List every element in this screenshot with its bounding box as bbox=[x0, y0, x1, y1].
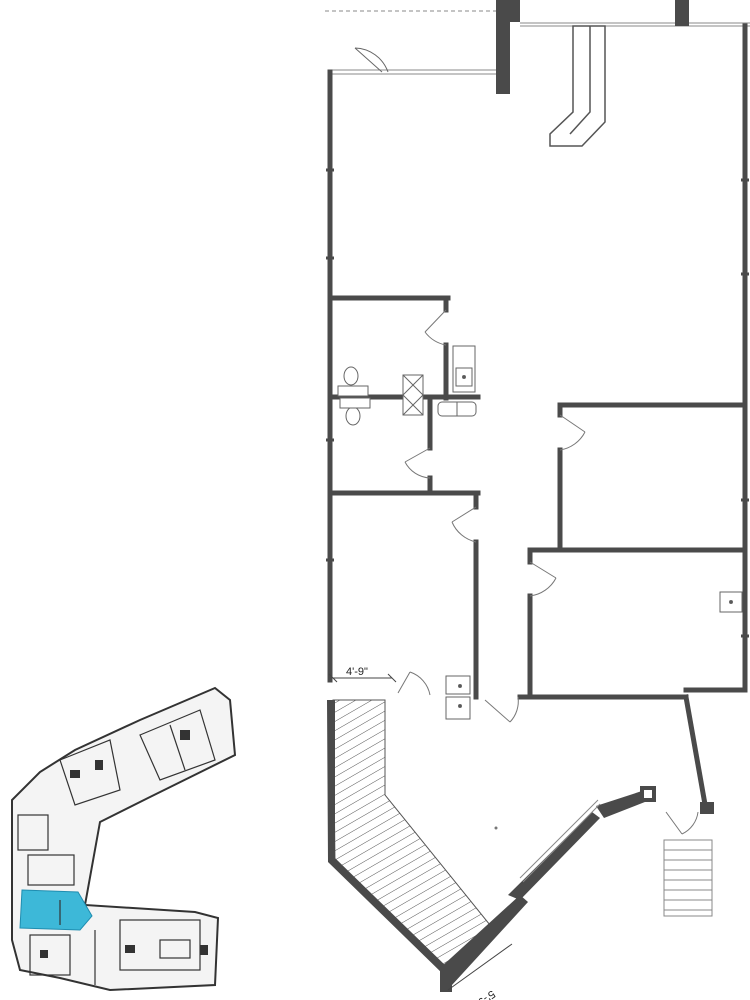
storefront-wall bbox=[328, 69, 496, 75]
door-swings bbox=[397, 309, 699, 835]
fixtures bbox=[337, 345, 743, 830]
corridor-end-width-label: 5'-9" bbox=[472, 988, 497, 1000]
entry-door bbox=[354, 47, 389, 73]
key-plan bbox=[11, 686, 237, 992]
lower-storefront bbox=[519, 799, 601, 883]
structural-columns bbox=[496, 0, 689, 94]
dimension-corridor-width: 4'-9" bbox=[328, 666, 397, 683]
ramp-element bbox=[549, 25, 606, 147]
small-column bbox=[640, 786, 714, 814]
corridor-width-label: 4'-9" bbox=[346, 666, 368, 678]
toilet-2 bbox=[345, 406, 361, 426]
lower-walls bbox=[327, 700, 650, 992]
toilet-1 bbox=[343, 366, 359, 386]
exterior-stair bbox=[663, 839, 713, 917]
hatched-corridor bbox=[332, 699, 491, 973]
highlighted-suite bbox=[19, 889, 93, 931]
wall-ticks bbox=[326, 168, 749, 638]
sink-block bbox=[402, 374, 424, 416]
top-boundary bbox=[325, 10, 750, 27]
walls bbox=[327, 23, 748, 813]
